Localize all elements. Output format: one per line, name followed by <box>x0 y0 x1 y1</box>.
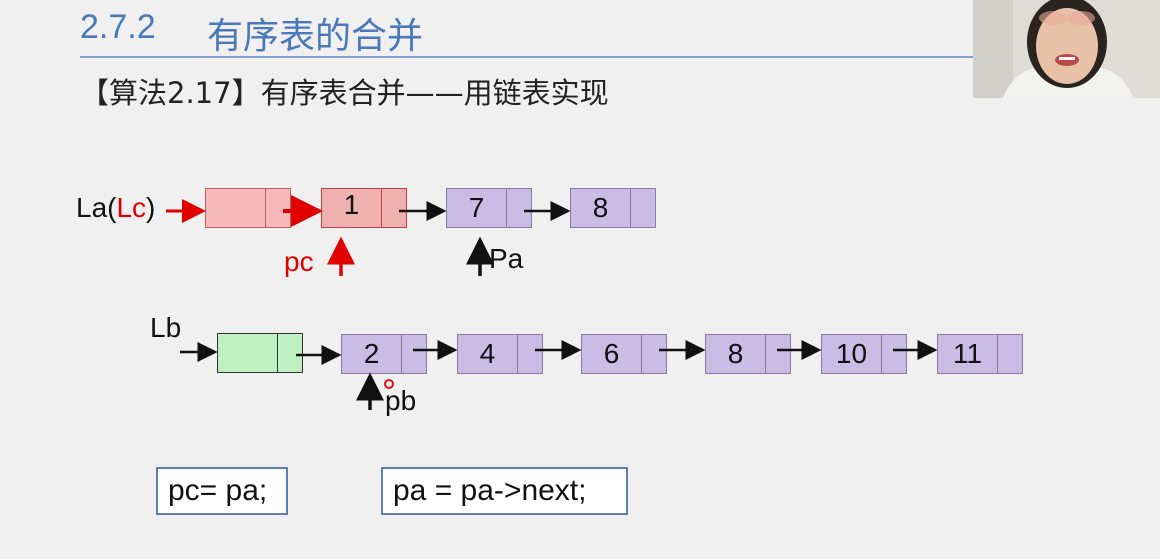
list-a-label-suffix: ) <box>146 192 156 223</box>
list-a-label-prefix: La( <box>76 192 117 223</box>
list-b-node-4-data: 8 <box>706 335 766 373</box>
pb-pointer-label: pb <box>385 385 417 416</box>
list-b-label: Lb <box>150 312 182 343</box>
list-a-node-3: 8 <box>570 188 656 228</box>
list-a-label: La(Lc) <box>76 192 155 224</box>
list-a-node-3-data: 8 <box>571 189 631 227</box>
list-b-node-6-data: 11 <box>938 335 998 373</box>
list-b-head-data <box>218 334 278 372</box>
list-b-node-5: 10 <box>821 334 907 374</box>
list-b-head-node <box>217 333 303 373</box>
list-c-label: Lc <box>116 192 147 223</box>
algorithm-subtitle: 【算法2.17】有序表合并——用链表实现 <box>80 76 609 110</box>
presenter-avatar-icon <box>973 0 1160 98</box>
list-a-node-1-data: 1 <box>322 189 382 227</box>
pc-pointer-label: pc <box>284 246 314 277</box>
list-b-node-2-data: 4 <box>458 335 518 373</box>
code-line-2-box: pa = pa->next; <box>381 467 628 515</box>
section-title: 有序表的合并 <box>207 16 424 57</box>
list-a-head-node <box>205 188 291 228</box>
code-line-2: pa = pa->next; <box>393 474 587 507</box>
pa-pointer-label: Pa <box>489 243 524 274</box>
list-a-head-data <box>206 189 266 227</box>
list-b-node-1: 2 <box>341 334 427 374</box>
list-b-node-1-data: 2 <box>342 335 402 373</box>
list-b-node-3-data: 6 <box>582 335 642 373</box>
list-b-node-2: 4 <box>457 334 543 374</box>
list-b-node-4: 8 <box>705 334 791 374</box>
list-b-node-3: 6 <box>581 334 667 374</box>
section-number: 2.7.2 <box>80 8 156 46</box>
laser-pointer-dot <box>384 379 394 389</box>
list-a-node-2-data: 7 <box>447 189 507 227</box>
list-b-node-5-data: 10 <box>822 335 882 373</box>
code-line-1-box: pc= pa; <box>156 467 288 515</box>
list-a-node-1: 1 <box>321 188 407 228</box>
code-line-1: pc= pa; <box>168 474 268 507</box>
presenter-webcam-overlay <box>973 0 1160 98</box>
list-b-node-6: 11 <box>937 334 1023 374</box>
list-a-node-2: 7 <box>446 188 532 228</box>
title-divider <box>80 56 975 58</box>
